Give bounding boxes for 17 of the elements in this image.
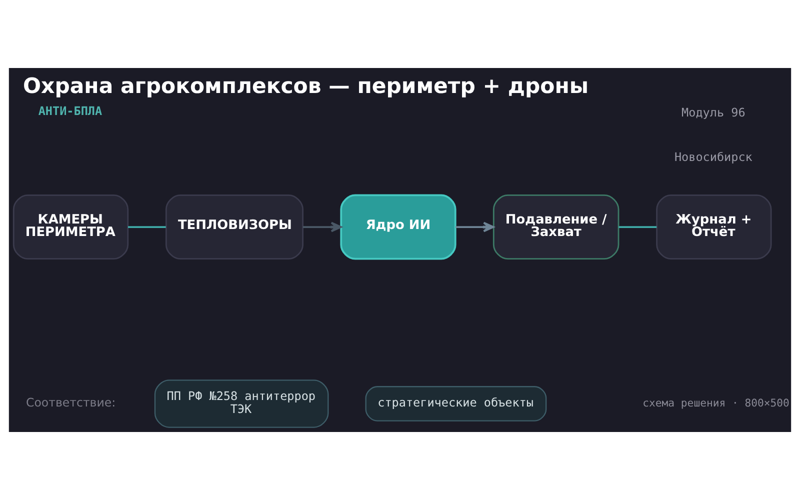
label: АНТИ-БПЛА <box>38 104 102 118</box>
node-box: Ядро ИИ <box>340 194 456 260</box>
label: Новосибирск <box>674 150 752 164</box>
label: Соответствие: <box>26 396 116 410</box>
node-box: Журнал + Отчёт <box>656 194 772 260</box>
label: схема решения · 800×500 <box>642 397 790 410</box>
node-box: Подавление / Захват <box>492 194 620 260</box>
node-box: ТЕПЛОВИЗОРЫ <box>165 194 304 260</box>
node-box: стратегические объекты <box>365 386 547 422</box>
connector <box>128 226 166 228</box>
arrow <box>456 222 494 232</box>
label: Модуль 96 <box>682 105 746 120</box>
arrow <box>302 222 342 232</box>
node-box: КАМЕРЫ ПЕРИМЕТРА <box>12 194 129 260</box>
node-box: ПП РФ №258 антитеррор ТЭК <box>154 380 329 428</box>
diagram-title: Охрана агрокомплексов — периметр + дроны <box>23 73 589 98</box>
connector <box>618 226 657 228</box>
